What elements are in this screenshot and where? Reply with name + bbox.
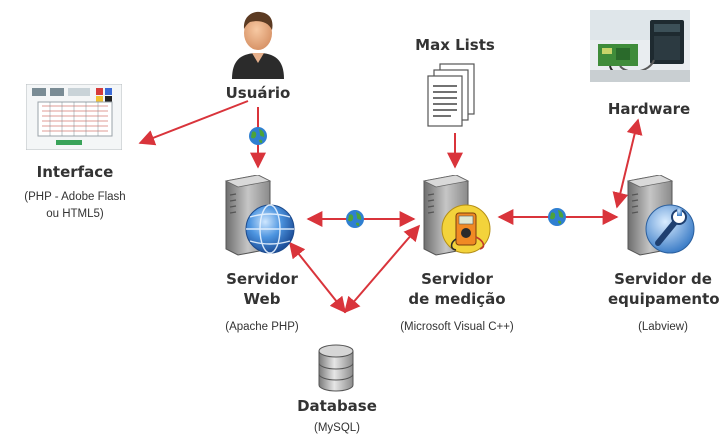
documents-icon	[425, 62, 477, 130]
hardware-photo	[590, 10, 690, 82]
servidor-equipamento-detail: (Labview)	[638, 321, 688, 333]
server-globe-icon	[220, 174, 300, 257]
usuario-label: Usuário	[225, 84, 291, 102]
servidor-equipamento-label-line1: Servidor de	[614, 270, 712, 288]
interface-label: Interface	[36, 163, 114, 181]
database-label: Database	[297, 397, 377, 415]
interface-screenshot	[25, 83, 123, 151]
globe-icon	[547, 207, 567, 227]
server-multimeter-icon	[418, 174, 498, 257]
arrow-medicao-database	[343, 224, 421, 314]
servidor-equipamento-label-line2: equipamento	[608, 290, 720, 308]
globe-icon	[345, 209, 365, 229]
servidor-medicao-detail: (Microsoft Visual C++)	[400, 321, 514, 333]
arrow-usuario-interface	[138, 100, 249, 146]
max-lists-label: Max Lists	[415, 36, 495, 54]
server-wrench-icon	[622, 174, 702, 257]
servidor-medicao-label-line2: de medição	[408, 290, 506, 308]
servidor-web-label-line1: Servidor	[226, 270, 298, 288]
servidor-web-label-line2: Web	[243, 290, 281, 308]
globe-icon	[248, 126, 268, 146]
servidor-medicao-label-line1: Servidor	[421, 270, 493, 288]
servidor-web-detail: (Apache PHP)	[225, 321, 299, 333]
database-detail: (MySQL)	[314, 422, 360, 434]
database-icon	[316, 343, 356, 393]
arrow-web-database	[289, 241, 346, 314]
person-icon	[228, 7, 288, 79]
interface-detail-line1: (PHP - Adobe Flash	[24, 191, 126, 203]
hardware-label: Hardware	[607, 100, 691, 118]
interface-detail-line2: ou HTML5)	[46, 208, 104, 220]
arrow-hardware-equipamento	[612, 118, 643, 209]
